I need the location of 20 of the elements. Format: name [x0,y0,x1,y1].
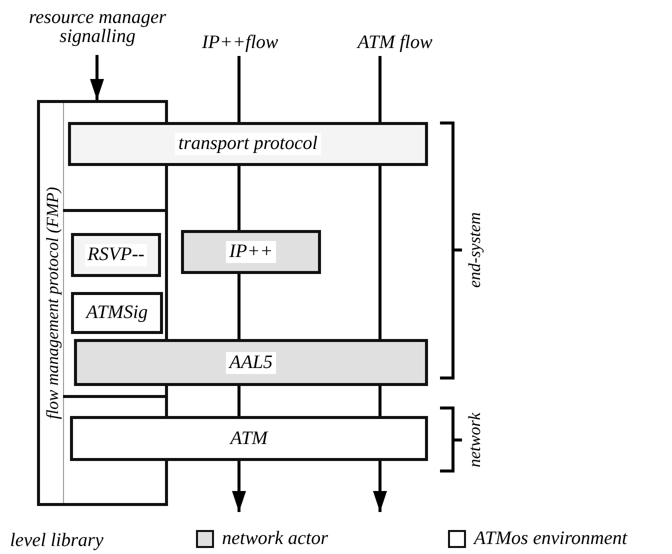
layer-box [70,416,428,461]
node-label: transport protocol [175,133,321,155]
flow-label: ATM flow [358,32,432,53]
node-label: IP++ [226,241,276,263]
arrow [90,55,104,100]
flow-label: IP++flow [202,32,278,53]
layer-box [71,233,161,277]
flow-label: resource manager signalling [28,7,166,47]
node-label: AAL5 [226,352,276,374]
layer-box [181,230,321,274]
bracket-label: end-system [465,212,485,288]
layer-box [71,292,163,334]
layer-box [74,339,428,386]
layer-box [68,122,428,166]
legend-text: ATMos environment [474,528,628,550]
node-label: RSVP-- [84,244,148,266]
legend-text: level library [10,530,104,552]
vertical-label: flow management protocol (FMP) [43,186,63,420]
legend-text: network actor [222,528,328,550]
bracket-label: network [465,412,485,468]
